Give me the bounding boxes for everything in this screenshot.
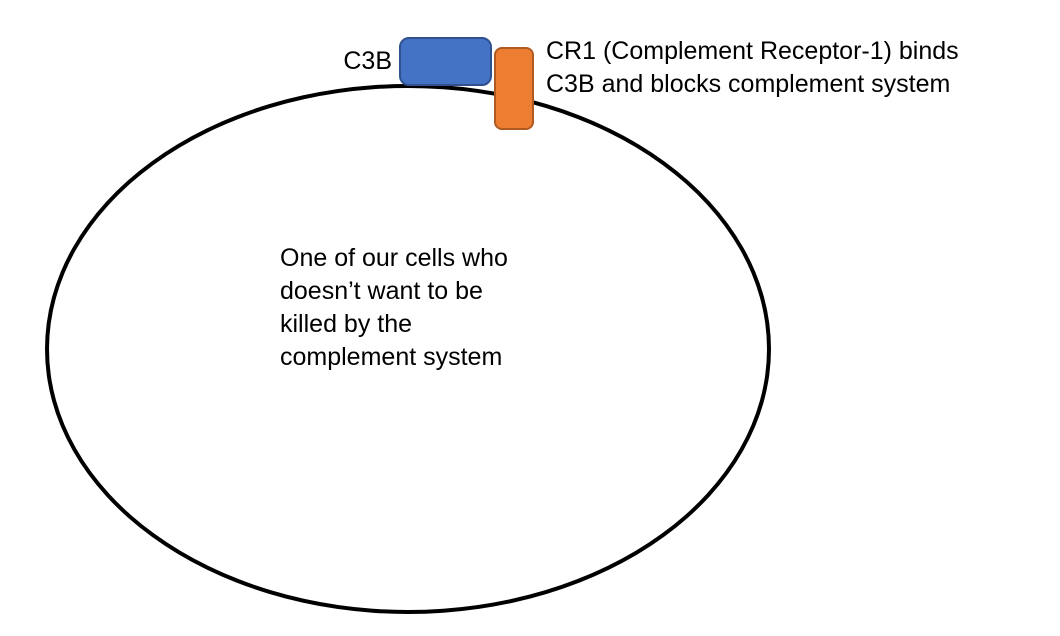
cell-description-line-4: complement system — [280, 343, 503, 371]
cell-description-line-1: One of our cells who — [280, 244, 508, 272]
cr1-caption: CR1 (Complement Receptor-1) binds C3B an… — [546, 35, 1046, 101]
cr1-receptor-shape — [494, 47, 534, 130]
c3b-molecule-shape — [399, 37, 492, 86]
cell-description-line-2: doesn’t want to be — [280, 277, 483, 305]
cr1-caption-line-2: C3B and blocks complement system — [546, 70, 951, 98]
cell-ellipse-shape — [45, 84, 771, 614]
c3b-label: C3B — [343, 47, 392, 75]
cell-description-line-3: killed by the — [280, 310, 413, 338]
cell-description-text: One of our cells who doesn’t want to be … — [280, 242, 580, 374]
cr1-caption-line-1: CR1 (Complement Receptor-1) binds — [546, 37, 959, 65]
